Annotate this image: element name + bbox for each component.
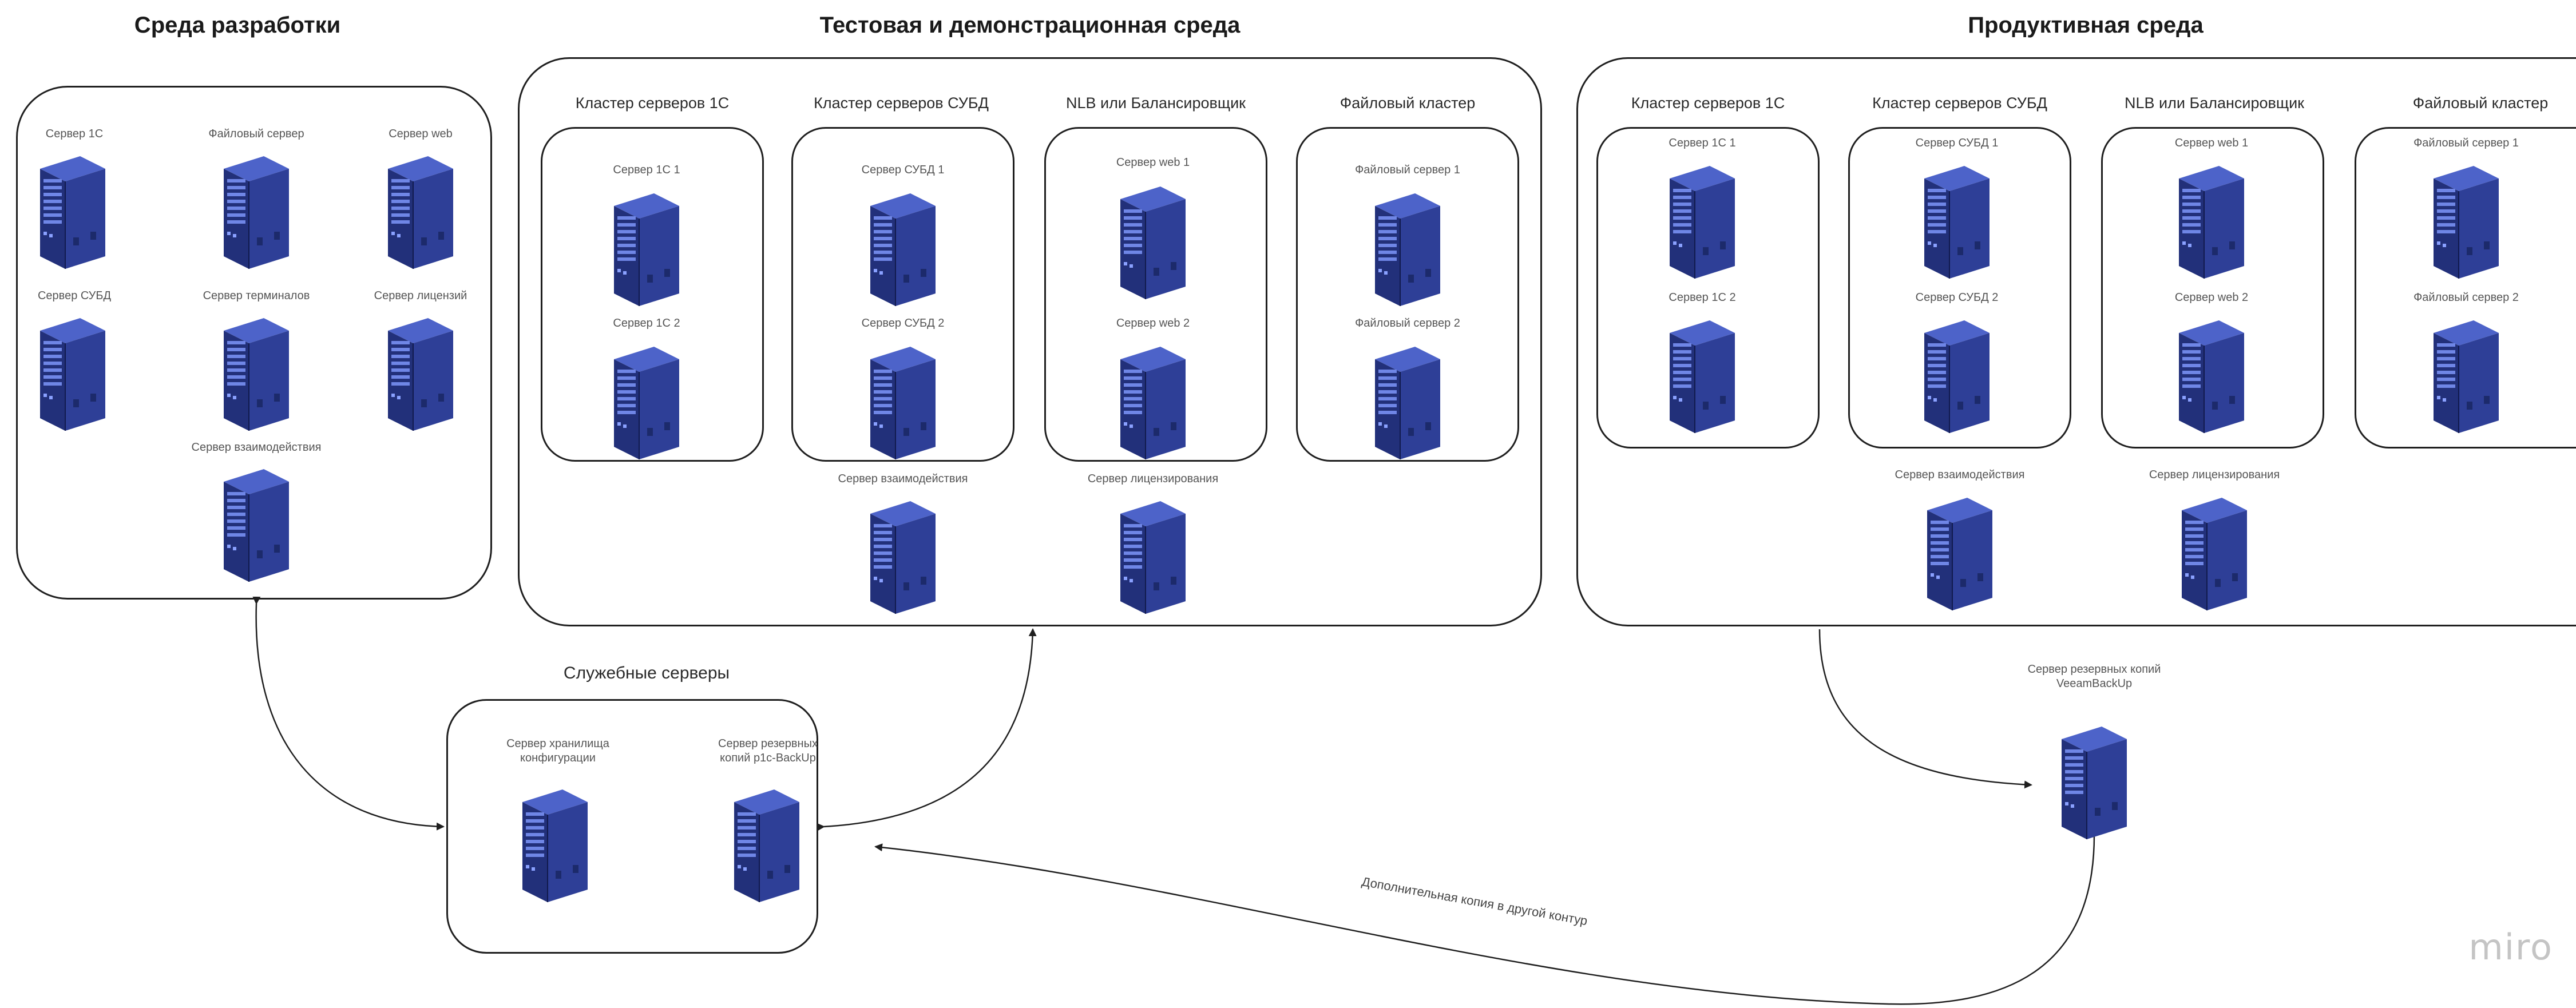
server-icon — [609, 342, 684, 462]
link-veeam-p1c — [874, 835, 2095, 1005]
server-label: Файловый сервер — [208, 128, 304, 140]
cluster-title: NLB или Балансировщик — [1066, 94, 1246, 112]
server-icon — [866, 342, 940, 462]
server-icon — [1116, 497, 1190, 617]
server-icon — [35, 152, 110, 272]
server-label: Сервер 1С 1 — [613, 164, 680, 176]
env-title-test: Тестовая и демонстрационная среда — [819, 13, 1241, 38]
server-icon — [2057, 722, 2131, 842]
server-label: Сервер web 2 — [2174, 291, 2249, 304]
cluster-frame — [541, 127, 764, 462]
server-icon — [219, 313, 294, 434]
server-label: Сервер взаимодействия — [838, 473, 968, 485]
cluster-frame — [2101, 127, 2324, 449]
server-icon — [1370, 189, 1445, 309]
server-label: Сервер терминалов — [203, 289, 310, 302]
server-label: Сервер web — [389, 128, 453, 140]
backup-label: Сервер резервных копий VeeamBackUp — [2027, 663, 2161, 690]
server-label: Сервер 1С 2 — [1669, 291, 1736, 304]
server-label: Сервер СУБД 1 — [1915, 137, 1999, 149]
service-frame — [446, 699, 818, 954]
server-icon — [866, 189, 940, 309]
server-label: Файловый сервер 2 — [2413, 291, 2519, 304]
server-icon — [219, 465, 294, 585]
server-label: Сервер лицензирования — [1087, 473, 1219, 485]
server-label: Сервер 1С 2 — [613, 317, 680, 330]
server-icon — [1665, 316, 1739, 436]
cluster-title: Кластер серверов СУБД — [1872, 94, 2047, 112]
server-icon — [1370, 342, 1445, 462]
server-label: Сервер СУБД 1 — [861, 164, 945, 176]
server-label: Сервер 1С — [45, 128, 104, 140]
server-icon — [1920, 316, 1994, 436]
server-label: Сервер резервных копий p1c-BackUp — [718, 737, 818, 764]
cluster-title: NLB или Балансировщик — [2125, 94, 2304, 112]
server-label: Файловый сервер 2 — [1355, 317, 1460, 330]
server-icon — [730, 785, 804, 905]
cluster-title: Кластер серверов 1С — [1631, 94, 1785, 112]
server-label: Файловый сервер 1 — [2413, 137, 2519, 149]
server-icon — [2429, 161, 2503, 281]
server-icon — [1920, 161, 1994, 281]
server-icon — [2174, 161, 2249, 281]
server-label: Сервер взаимодействия — [191, 441, 322, 454]
brand-logo: miro — [2468, 926, 2553, 968]
env-title-dev: Среда разработки — [134, 13, 341, 38]
server-label: Сервер web 2 — [1116, 317, 1190, 330]
service-title: Служебные серверы — [563, 664, 730, 682]
server-label: Сервер взаимодействия — [1895, 469, 2025, 481]
server-label: Сервер 1С 1 — [1669, 137, 1736, 149]
env-frame-dev — [16, 86, 492, 600]
server-label: Сервер СУБД 2 — [861, 317, 945, 330]
link-prod-veeam — [1818, 629, 2032, 789]
link-service-test — [817, 628, 1037, 831]
cluster-frame — [1848, 127, 2071, 449]
server-icon — [1116, 182, 1190, 302]
server-label: Сервер web 1 — [1116, 156, 1190, 169]
server-label: Сервер лицензий — [374, 289, 467, 302]
server-label: Сервер хранилища конфигурации — [506, 737, 609, 764]
server-icon — [609, 189, 684, 309]
server-label: Сервер СУБД — [37, 289, 112, 302]
link-dev-service — [252, 596, 445, 831]
cluster-title: Файловый кластер — [1339, 94, 1476, 112]
env-frame-test — [518, 57, 1542, 626]
env-frame-prod — [1576, 57, 2576, 626]
server-icon — [219, 152, 294, 272]
server-icon — [383, 313, 458, 434]
cluster-frame — [2355, 127, 2576, 449]
cluster-title: Файловый кластер — [2412, 94, 2549, 112]
server-icon — [518, 785, 592, 905]
server-icon — [1665, 161, 1739, 281]
server-icon — [35, 313, 110, 434]
cluster-frame — [1296, 127, 1519, 462]
cluster-frame — [1044, 127, 1267, 462]
server-icon — [866, 497, 940, 617]
server-label: Сервер лицензирования — [2149, 469, 2280, 481]
server-icon — [383, 152, 458, 272]
server-label: Файловый сервер 1 — [1355, 164, 1460, 176]
server-label: Сервер web 1 — [2174, 137, 2249, 149]
env-title-prod: Продуктивная среда — [1968, 13, 2204, 38]
cluster-title: Кластер серверов 1С — [575, 94, 730, 112]
cluster-frame — [791, 127, 1014, 462]
server-label: Сервер СУБД 2 — [1915, 291, 1999, 304]
server-icon — [2429, 316, 2503, 436]
server-icon — [1923, 493, 1997, 613]
server-icon — [2177, 493, 2252, 613]
cluster-title: Кластер серверов СУБД — [814, 94, 989, 112]
server-icon — [2174, 316, 2249, 436]
server-icon — [1116, 342, 1190, 462]
cluster-frame — [1596, 127, 1820, 449]
